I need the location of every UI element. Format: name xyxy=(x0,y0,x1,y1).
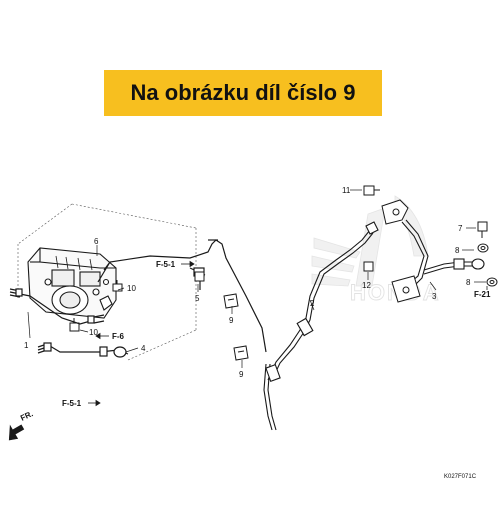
assembly-frame xyxy=(17,203,197,361)
ref-arrow-f51-lower xyxy=(88,399,101,407)
joint-part-12 xyxy=(363,261,421,303)
bolt-part-7 xyxy=(477,221,488,238)
leader-lines xyxy=(27,189,486,368)
brake-pipe-part-1 xyxy=(9,288,105,325)
bolt-part-10-lower xyxy=(69,318,80,332)
washer-part-8-lower xyxy=(486,277,498,287)
bolt-part-10-upper xyxy=(112,280,123,292)
brake-hose-part-2 xyxy=(263,221,379,431)
ref-arrow-f51-upper xyxy=(181,260,195,268)
callout-8-lower: 8 xyxy=(466,278,471,287)
front-direction-arrow-icon xyxy=(8,424,25,441)
fitting-part-5 xyxy=(194,271,205,282)
callout-2: 2 xyxy=(310,299,315,308)
callout-12: 12 xyxy=(362,281,371,290)
callout-3: 3 xyxy=(432,292,437,301)
callout-8-upper: 8 xyxy=(455,246,460,255)
clamp-part-9-lower xyxy=(233,345,249,361)
ref-label-f21: F-21 xyxy=(474,290,491,299)
callout-9-upper: 9 xyxy=(229,316,234,325)
callout-11: 11 xyxy=(342,186,351,195)
callout-9-lower: 9 xyxy=(239,370,244,379)
clamp-part-9-upper xyxy=(223,293,239,309)
callout-10-upper: 10 xyxy=(127,284,136,293)
ref-label-f6: F-6 xyxy=(112,332,125,341)
banner-text: Na obrázku díl číslo 9 xyxy=(130,80,356,105)
callout-4: 4 xyxy=(141,344,146,353)
ref-arrow-f6 xyxy=(95,332,109,340)
callout-7: 7 xyxy=(458,224,463,233)
front-direction-label: FR. xyxy=(19,409,34,423)
part-number-banner: Na obrázku díl číslo 9 xyxy=(104,70,382,116)
callout-10-lower: 10 xyxy=(89,328,98,337)
union-bolt-part-11 xyxy=(363,185,409,225)
brake-pipe-part-4 xyxy=(37,342,129,358)
ref-label-f51-upper: F-5-1 xyxy=(156,260,176,269)
washer-part-8-upper xyxy=(477,243,489,253)
callout-5: 5 xyxy=(195,294,200,303)
honda-watermark: HONDA xyxy=(311,195,439,305)
ref-label-f51-lower: F-5-1 xyxy=(62,399,82,408)
callout-6: 6 xyxy=(94,237,99,246)
drawing-code: K027F071C xyxy=(444,474,477,480)
abs-modulator-part-6 xyxy=(27,247,117,319)
callout-1: 1 xyxy=(24,341,29,350)
honda-wing-logo-icon xyxy=(311,195,429,287)
